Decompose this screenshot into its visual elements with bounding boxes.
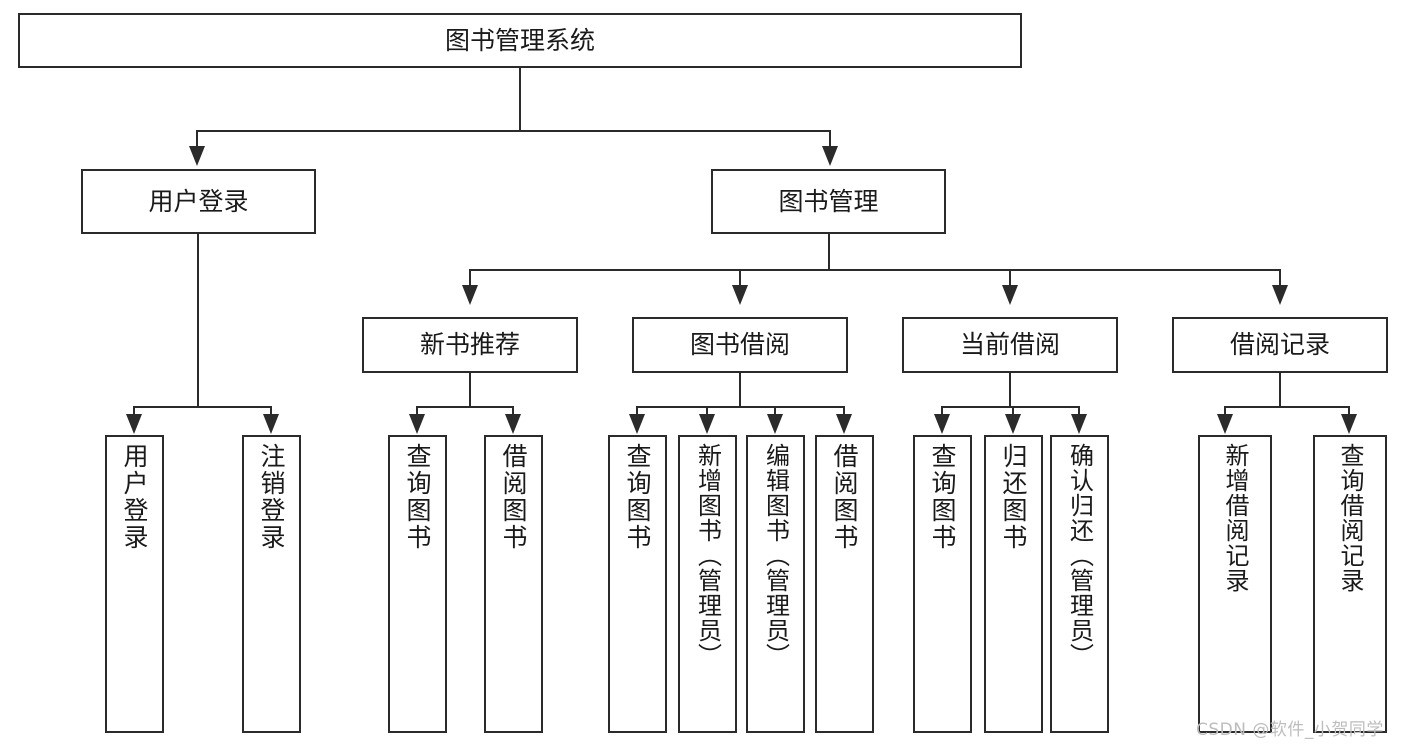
leaf-add-borrow-record[interactable]: 新增借阅记录 — [1198, 435, 1272, 733]
leaf-query-book-borrow[interactable]: 查询图书 — [608, 435, 667, 733]
arrowhead-borrow-record — [1272, 285, 1288, 305]
connector-drop-leaf-confirm-return — [1078, 406, 1080, 420]
arrowhead-leaf-borrow-book-1 — [505, 414, 521, 434]
leaf-confirm-return-admin[interactable]: 确认归还（管理员） — [1050, 435, 1109, 733]
node-label: 图书借阅 — [689, 330, 790, 360]
node-label: 新增借阅记录 — [1221, 443, 1249, 593]
connector-book-borrow-bus — [636, 406, 844, 408]
arrowhead-leaf-query-book-3 — [934, 414, 950, 434]
node-label: 查询图书 — [623, 443, 652, 551]
node-root-system[interactable]: 图书管理系统 — [18, 13, 1022, 68]
arrowhead-leaf-user-login — [126, 414, 142, 434]
csdn-watermark: CSDN @软件_小贺同学 — [1196, 720, 1384, 740]
connector-current-borrow-stem — [1009, 373, 1011, 408]
node-label: 图书管理系统 — [444, 25, 595, 55]
node-book-management[interactable]: 图书管理 — [711, 169, 946, 234]
node-label: 查询图书 — [403, 443, 432, 551]
leaf-borrow-book-recommend[interactable]: 借阅图书 — [484, 435, 543, 733]
connector-drop-leaf-logout — [270, 406, 272, 420]
connector-drop-current-borrow — [1009, 269, 1011, 289]
connector-drop-book-manage — [829, 130, 831, 150]
connector-drop-leaf-query-book-1 — [416, 406, 418, 420]
connector-drop-leaf-borrow-book-2 — [843, 406, 845, 420]
arrowhead-leaf-logout — [263, 414, 279, 434]
leaf-query-book-recommend[interactable]: 查询图书 — [388, 435, 447, 733]
node-label: 用户登录 — [148, 186, 249, 216]
arrowhead-leaf-add-book — [699, 414, 715, 434]
node-label: 查询图书 — [928, 443, 957, 551]
connector-drop-book-borrow — [739, 269, 741, 289]
node-label: 确认归还（管理员） — [1065, 443, 1094, 668]
node-label: 用户登录 — [120, 443, 149, 551]
leaf-return-book[interactable]: 归还图书 — [984, 435, 1043, 733]
arrowhead-leaf-query-book-1 — [409, 414, 425, 434]
leaf-edit-book-admin[interactable]: 编辑图书（管理员） — [746, 435, 805, 733]
arrowhead-leaf-confirm-return — [1071, 414, 1087, 434]
connector-borrow-record-stem — [1279, 373, 1281, 408]
connector-drop-user-login — [196, 130, 198, 150]
node-label: 注销登录 — [257, 443, 286, 551]
connector-level2-bus — [196, 130, 831, 132]
connector-drop-leaf-user-login — [133, 406, 135, 420]
arrowhead-new-book — [462, 285, 478, 305]
node-label: 新书推荐 — [419, 330, 520, 360]
arrowhead-leaf-return-book — [1005, 414, 1021, 434]
connector-book-manage-stem — [828, 234, 830, 270]
arrowhead-book-manage — [822, 146, 838, 166]
connector-new-book-bus — [416, 406, 514, 408]
connector-root-stem — [519, 68, 521, 131]
leaf-borrow-book-borrow[interactable]: 借阅图书 — [815, 435, 874, 733]
connector-drop-leaf-query-book-3 — [941, 406, 943, 420]
connector-drop-leaf-borrow-book-1 — [512, 406, 514, 420]
connector-drop-leaf-query-record — [1348, 406, 1350, 420]
node-label: 当前借阅 — [959, 330, 1060, 360]
connector-level3-bus — [469, 269, 1281, 271]
arrowhead-current-borrow — [1002, 285, 1018, 305]
node-current-borrow[interactable]: 当前借阅 — [902, 317, 1118, 373]
connector-drop-new-book — [469, 269, 471, 289]
node-label: 编辑图书（管理员） — [761, 443, 790, 668]
node-borrow-record[interactable]: 借阅记录 — [1172, 317, 1388, 373]
connector-drop-leaf-add-book — [706, 406, 708, 420]
arrowhead-user-login — [189, 146, 205, 166]
connector-user-login-stem — [197, 234, 199, 408]
connector-drop-leaf-edit-book — [774, 406, 776, 420]
connector-book-borrow-stem — [739, 373, 741, 408]
arrowhead-leaf-add-record — [1217, 414, 1233, 434]
connector-new-book-stem — [469, 373, 471, 408]
connector-user-login-bus — [133, 406, 271, 408]
connector-current-borrow-bus — [941, 406, 1079, 408]
node-label: 查询借阅记录 — [1336, 443, 1364, 593]
leaf-logout[interactable]: 注销登录 — [242, 435, 301, 733]
leaf-query-borrow-record[interactable]: 查询借阅记录 — [1313, 435, 1387, 733]
leaf-add-book-admin[interactable]: 新增图书（管理员） — [678, 435, 737, 733]
connector-drop-borrow-record — [1279, 269, 1281, 289]
node-label: 借阅图书 — [830, 443, 859, 551]
arrowhead-book-borrow — [732, 285, 748, 305]
node-label: 归还图书 — [999, 443, 1028, 551]
leaf-query-book-current[interactable]: 查询图书 — [913, 435, 972, 733]
connector-drop-leaf-query-book-2 — [636, 406, 638, 420]
node-label: 新增图书（管理员） — [693, 443, 722, 668]
node-user-login[interactable]: 用户登录 — [81, 169, 316, 234]
connector-drop-leaf-add-record — [1224, 406, 1226, 420]
arrowhead-leaf-query-book-2 — [629, 414, 645, 434]
node-book-borrow[interactable]: 图书借阅 — [632, 317, 848, 373]
connector-borrow-record-bus — [1224, 406, 1350, 408]
leaf-user-login[interactable]: 用户登录 — [105, 435, 164, 733]
arrowhead-leaf-edit-book — [767, 414, 783, 434]
node-label: 借阅图书 — [499, 443, 528, 551]
connector-drop-leaf-return-book — [1012, 406, 1014, 420]
node-label: 借阅记录 — [1229, 330, 1330, 360]
node-label: 图书管理 — [778, 186, 879, 216]
arrowhead-leaf-query-record — [1341, 414, 1357, 434]
arrowhead-leaf-borrow-book-2 — [836, 414, 852, 434]
node-new-book-recommend[interactable]: 新书推荐 — [362, 317, 578, 373]
